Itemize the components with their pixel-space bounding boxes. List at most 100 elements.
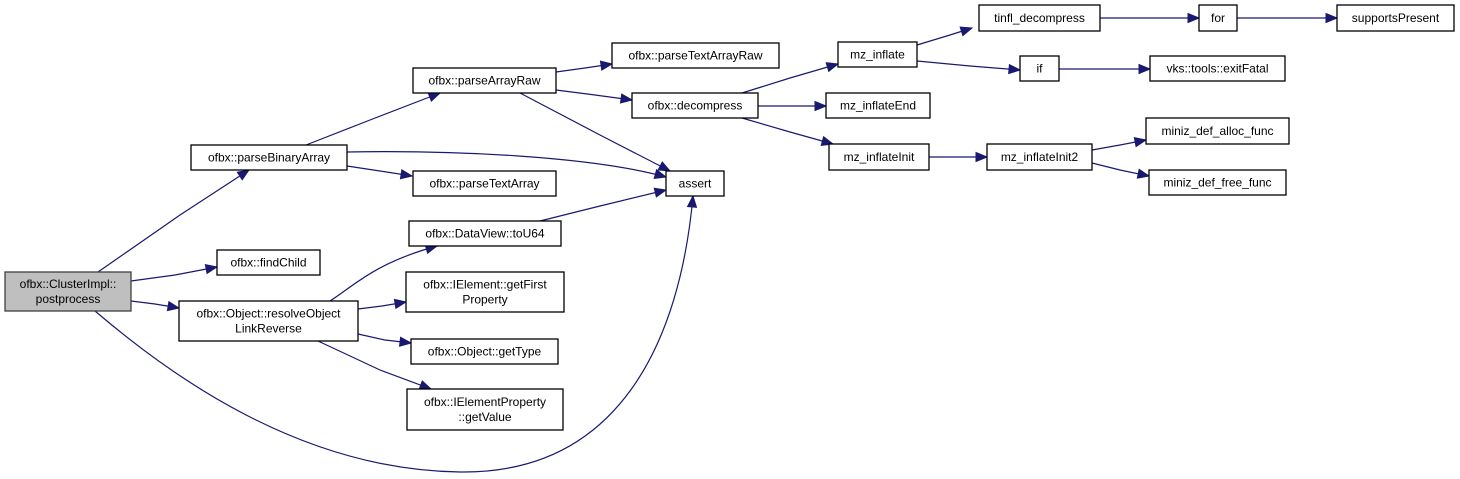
- edge-tou64-to-assert: [539, 187, 668, 222]
- node-mz-inflateinit[interactable]: mz_inflateInit: [828, 143, 930, 171]
- node-label: mz_inflate: [850, 48, 905, 62]
- node-box: [837, 41, 918, 68]
- node-label: postprocess: [36, 292, 101, 306]
- node-label: ::getValue: [458, 410, 511, 424]
- node-decompress[interactable]: ofbx::decompress: [631, 92, 759, 119]
- node-label: ofbx::parseTextArray: [429, 177, 539, 191]
- arrowhead-icon: [399, 169, 414, 180]
- edge-root-to-findchild: [130, 263, 219, 282]
- node-tinfl-decompress[interactable]: tinfl_decompress: [978, 4, 1101, 32]
- node-parsearrayraw[interactable]: ofbx::parseArrayRaw: [412, 67, 557, 94]
- node-label: ofbx::parseBinaryArray: [208, 151, 330, 165]
- edge-line: [741, 63, 839, 94]
- node-label: ofbx::decompress: [648, 99, 743, 113]
- node-parsetextarrayraw[interactable]: ofbx::parseTextArrayRaw: [611, 42, 780, 69]
- node-box: [412, 170, 557, 197]
- edge-mz-inflateinit2-to-free: [1091, 162, 1151, 179]
- node-getvalue[interactable]: ofbx::IElementProperty::getValue: [406, 388, 564, 431]
- edge-decompress-to-mz-inflateend: [758, 100, 828, 112]
- node-box: [1148, 169, 1287, 196]
- node-label: Property: [462, 293, 507, 307]
- node-label: mz_inflateEnd: [840, 99, 916, 113]
- node-label: ofbx::Object::getType: [428, 345, 542, 359]
- node-box: [190, 144, 348, 171]
- node-label: ofbx::parseArrayRaw: [428, 74, 540, 88]
- node-tou64[interactable]: ofbx::DataView::toU64: [408, 220, 562, 247]
- arrowhead-icon: [1008, 63, 1022, 75]
- edge-line: [539, 189, 667, 222]
- node-label: tinfl_decompress: [994, 11, 1085, 25]
- node-if[interactable]: if: [1019, 55, 1060, 82]
- arrowhead-icon: [427, 92, 442, 103]
- edge-line: [916, 60, 1021, 71]
- node-findchild[interactable]: ofbx::findChild: [216, 249, 321, 276]
- edge-mz-inflateinit-to-mz-inflateinit2: [929, 151, 989, 163]
- node-exitfatal[interactable]: vks::tools::exitFatal: [1149, 55, 1286, 82]
- node-label: if: [1037, 62, 1044, 76]
- node-assert[interactable]: assert: [665, 170, 725, 197]
- node-box: [216, 249, 321, 276]
- node-box: [406, 388, 564, 431]
- edge-parsebinaryarray-to-parsetextarray: [346, 165, 414, 180]
- node-box: [1198, 4, 1238, 32]
- node-label: miniz_def_alloc_func: [1161, 124, 1273, 138]
- edge-root-to-resolveobjectlinkreverse: [130, 300, 181, 312]
- arrowhead-icon: [653, 187, 668, 198]
- arrowhead-icon: [686, 194, 698, 208]
- node-parsebinaryarray[interactable]: ofbx::parseBinaryArray: [190, 144, 348, 171]
- edge-line: [94, 195, 694, 473]
- node-parsetextarray[interactable]: ofbx::parseTextArray: [412, 170, 557, 197]
- edge-line: [519, 92, 671, 172]
- node-label: ofbx::DataView::toU64: [425, 227, 545, 241]
- node-root[interactable]: ofbx::ClusterImpl::postprocess: [4, 271, 132, 312]
- node-label: mz_inflateInit: [844, 150, 915, 164]
- node-box: [828, 143, 930, 171]
- arrowhead-icon: [959, 26, 974, 37]
- arrowhead-icon: [393, 298, 408, 310]
- edge-decompress-to-mz-inflate: [741, 62, 840, 94]
- node-box: [825, 92, 931, 119]
- edge-mz-inflate-to-tinfl-decompress: [916, 26, 974, 46]
- arrowhead-icon: [825, 62, 840, 73]
- arrowhead-icon: [814, 100, 828, 112]
- edges-layer: [94, 12, 1339, 473]
- node-box: [1019, 55, 1060, 82]
- edge-resolveobjectlinkreverse-to-gettype: [357, 333, 413, 347]
- node-box: [410, 338, 559, 365]
- arrowhead-icon: [236, 169, 251, 181]
- node-box: [1145, 117, 1290, 145]
- node-label: ofbx::Object::resolveObject: [196, 307, 341, 321]
- node-supportspresent[interactable]: supportsPresent: [1336, 4, 1455, 32]
- edge-resolveobjectlinkreverse-to-getfirstproperty: [357, 298, 408, 310]
- edge-line: [317, 340, 432, 390]
- node-free[interactable]: miniz_def_free_func: [1148, 169, 1287, 196]
- node-box: [986, 143, 1093, 171]
- edge-line: [741, 117, 834, 145]
- node-box: [405, 271, 565, 313]
- node-box: [1336, 4, 1455, 32]
- edge-decompress-to-mz-inflateinit: [741, 117, 835, 146]
- node-mz-inflate[interactable]: mz_inflate: [837, 41, 918, 68]
- node-mz-inflateend[interactable]: mz_inflateEnd: [825, 92, 931, 119]
- node-for[interactable]: for: [1198, 4, 1238, 32]
- node-alloc[interactable]: miniz_def_alloc_func: [1145, 117, 1290, 145]
- edge-for-to-supportspresent: [1237, 12, 1339, 24]
- node-mz-inflateinit2[interactable]: mz_inflateInit2: [986, 143, 1093, 171]
- arrowhead-icon: [657, 161, 672, 172]
- node-gettype[interactable]: ofbx::Object::getType: [410, 338, 559, 365]
- edge-tinfl-decompress-to-for: [1100, 12, 1201, 24]
- node-label: ofbx::IElement::getFirst: [423, 278, 547, 292]
- node-label: ofbx::IElementProperty: [424, 395, 546, 409]
- node-box: [978, 4, 1101, 32]
- edge-parsebinaryarray-to-assert: [346, 151, 668, 179]
- node-box: [408, 220, 562, 247]
- edge-line: [97, 169, 250, 273]
- node-label: ofbx::parseTextArrayRaw: [628, 49, 762, 63]
- edge-parsearrayraw-to-assert: [519, 92, 672, 172]
- arrowhead-icon: [418, 380, 433, 390]
- arrowhead-icon: [975, 151, 989, 163]
- arrowhead-icon: [166, 300, 181, 312]
